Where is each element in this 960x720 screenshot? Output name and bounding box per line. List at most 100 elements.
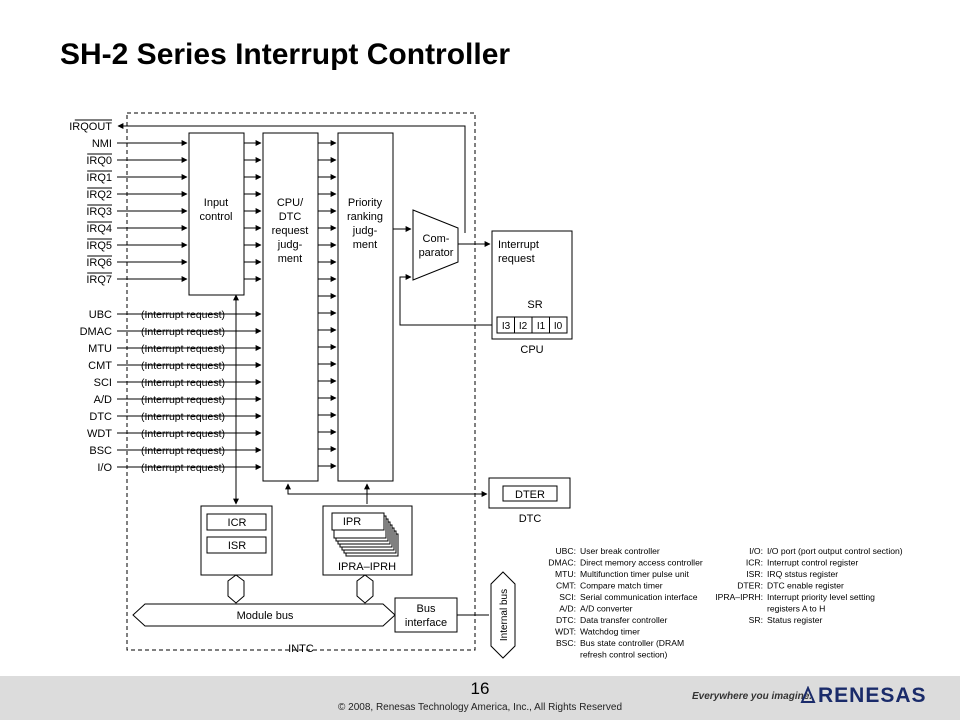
sr-bit-i2: I2	[519, 321, 528, 332]
peripheral-label-dtc: DTC	[89, 411, 112, 423]
dter-register	[502, 485, 558, 502]
interrupt-request-tag: (Interrupt request)	[141, 394, 225, 406]
internal-bus-label: Internal bus	[499, 589, 510, 641]
cpu-label: CPU	[520, 344, 543, 356]
dtc-label: DTC	[519, 513, 542, 525]
legend-abbr: MTU:	[555, 569, 576, 579]
input-control-label-1: Input	[204, 197, 228, 209]
bus-interface-label-1: Bus	[417, 603, 436, 615]
legend-abbr: WDT:	[555, 627, 576, 637]
legend-abbr: DMAC:	[548, 558, 576, 568]
cpu-dtc-label-4: judg-	[277, 239, 303, 251]
legend-abbr: A/D:	[559, 604, 576, 614]
sr-bit-i0: I0	[554, 321, 563, 332]
interrupt-request-tag: (Interrupt request)	[141, 462, 225, 474]
legend-desc: User break controller	[580, 546, 660, 556]
label-background	[133, 324, 233, 336]
ipr-bus-connector	[356, 574, 374, 604]
signal-label-nmi: NMI	[92, 138, 112, 150]
legend-desc: IRQ ststus register	[767, 569, 838, 579]
interrupt-request-tag: (Interrupt request)	[141, 309, 225, 321]
legend-abbr: DTER:	[737, 581, 763, 591]
priority-label-2: ranking	[347, 211, 383, 223]
renesas-logo-mark-icon	[800, 686, 816, 703]
interrupt-request-label-1: Interrupt	[498, 239, 539, 251]
bus-interface-block	[394, 597, 458, 633]
isr-register	[206, 536, 267, 554]
peripheral-label-ad: A/D	[94, 394, 112, 406]
legend-desc: I/O port (port output control section)	[767, 546, 903, 556]
label-background	[133, 460, 233, 472]
sr-label: SR	[527, 299, 542, 311]
comparator-block	[412, 209, 459, 281]
legend-abbr: SR:	[749, 615, 763, 625]
legend-desc: Data transfer controller	[580, 615, 668, 625]
interrupt-request-label-2: request	[498, 253, 535, 265]
sr-bit-i1: I1	[537, 321, 546, 332]
interrupt-request-tag: (Interrupt request)	[141, 326, 225, 338]
signal-label-irq0: IRQ0	[86, 155, 112, 167]
icr-label: ICR	[228, 517, 247, 529]
legend-desc: Interrupt priority level setting	[767, 592, 875, 602]
priority-label-3: judg-	[352, 225, 378, 237]
legend-abbr: I/O:	[749, 546, 763, 556]
cpu-dtc-judgment-block	[262, 132, 319, 482]
ipr-label: IPR	[343, 516, 361, 528]
isr-label: ISR	[228, 540, 246, 552]
interrupt-request-tag: (Interrupt request)	[141, 411, 225, 423]
legend-desc: A/D converter	[580, 604, 633, 614]
intc-block-diagram: INTC Input control CPU/ DTC request judg…	[69, 112, 903, 660]
legend-abbr: CMT:	[556, 581, 576, 591]
module-bus-label: Module bus	[237, 610, 294, 622]
peripheral-label-ubc: UBC	[89, 309, 112, 321]
label-background	[133, 307, 233, 319]
legend-abbr: IPRA–IPRH:	[715, 592, 763, 602]
signal-label-irq3: IRQ3	[86, 206, 112, 218]
legend-desc: Multifunction timer pulse unit	[580, 569, 690, 579]
label-background	[133, 443, 233, 455]
dter-label: DTER	[515, 489, 545, 501]
peripheral-label-wdt: WDT	[87, 428, 112, 440]
legend-abbr: DTC:	[556, 615, 576, 625]
peripheral-label-bsc: BSC	[89, 445, 112, 457]
label-background	[133, 392, 233, 404]
label-background	[133, 426, 233, 438]
intc-label: INTC	[288, 643, 314, 655]
cpu-dtc-label-5: ment	[278, 253, 302, 265]
interrupt-request-tag: (Interrupt request)	[141, 428, 225, 440]
legend-desc: Interrupt control register	[767, 558, 858, 568]
priority-label-4: ment	[353, 239, 377, 251]
brand-logo: RENESAS	[818, 684, 927, 707]
signal-label-irq1: IRQ1	[86, 172, 112, 184]
cpu-dtc-label-2: DTC	[279, 211, 302, 223]
legend-desc: registers A to H	[767, 604, 825, 614]
label-background	[133, 341, 233, 353]
signal-label-irq6: IRQ6	[86, 257, 112, 269]
label-background	[133, 375, 233, 387]
label-background	[133, 358, 233, 370]
label-background	[133, 409, 233, 421]
legend-abbr: SCI:	[559, 592, 576, 602]
icr-register	[206, 513, 267, 531]
signal-label-irq2: IRQ2	[86, 189, 112, 201]
sr-bit-i3: I3	[502, 321, 511, 332]
peripheral-label-sci: SCI	[94, 377, 112, 389]
ipra-iprh-label: IPRA–IPRH	[338, 561, 396, 573]
input-control-block	[188, 132, 245, 296]
icr-bus-connector	[227, 574, 245, 604]
signal-label-irqout: IRQOUT	[69, 121, 112, 133]
signal-label-irq4: IRQ4	[86, 223, 112, 235]
footer-bar	[0, 676, 960, 720]
priority-label-1: Priority	[348, 197, 383, 209]
brand-tagline: Everywhere you imagine.	[692, 691, 813, 702]
cpu-dtc-label-3: request	[272, 225, 309, 237]
priority-judgment-block	[337, 132, 394, 482]
comparator-label-1: Com-	[423, 233, 450, 245]
input-control-label-2: control	[199, 211, 232, 223]
peripheral-label-io: I/O	[97, 462, 112, 474]
legend-desc: Bus state controller (DRAM	[580, 638, 684, 648]
legend-abbr: UBC:	[555, 546, 576, 556]
slide-title: SH-2 Series Interrupt Controller	[60, 38, 511, 71]
internal-bus	[490, 571, 516, 659]
signal-label-irq7: IRQ7	[86, 274, 112, 286]
